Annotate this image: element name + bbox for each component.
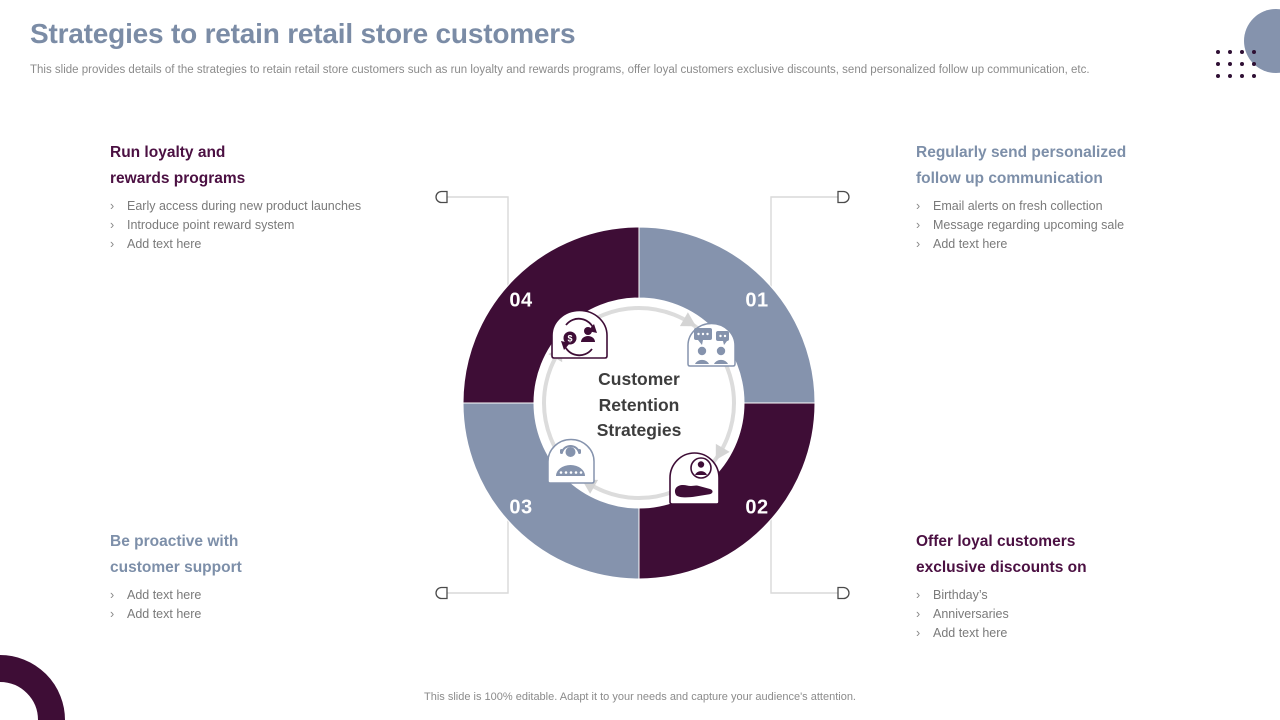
bullet-item: ›Introduce point reward system xyxy=(110,216,380,235)
center-label-line: Strategies xyxy=(596,420,682,440)
dot-grid-decoration xyxy=(1216,50,1256,78)
heading-line: follow up communication xyxy=(916,170,1103,187)
diagram-center-label: Customer Retention Strategies xyxy=(559,367,719,444)
bullet-item: ›Anniversaries xyxy=(916,605,1186,624)
arrowhead xyxy=(679,312,697,327)
connector-markers xyxy=(435,190,850,600)
customer-circle xyxy=(690,457,712,479)
heading-line: rewards programs xyxy=(110,170,246,187)
marker-top-right xyxy=(837,190,850,204)
bullet-marker: › xyxy=(916,218,921,232)
hand-glyph xyxy=(674,485,713,498)
heading-line: customer support xyxy=(110,559,242,576)
person-head xyxy=(584,327,592,335)
segment-number-04: 04 xyxy=(509,289,533,312)
page-title: Strategies to retain retail store custom… xyxy=(30,18,576,49)
footer-note: This slide is 100% editable. Adapt it to… xyxy=(424,691,856,703)
strategy-heading: Be proactive with customer support xyxy=(110,529,380,581)
strategy-block-top-left: Run loyalty and rewards programs ›Early … xyxy=(110,140,380,254)
segment-04 xyxy=(462,226,640,404)
segment-number-03: 03 xyxy=(509,496,533,519)
segment-number-01: 01 xyxy=(745,289,769,312)
bullet-marker: › xyxy=(916,237,921,251)
heading-line: Run loyalty and xyxy=(110,144,226,161)
bullet-item: ›Early access during new product launche… xyxy=(110,197,380,216)
bullet-marker: › xyxy=(110,237,115,251)
heading-line: Offer loyal customers xyxy=(916,533,1076,550)
bullet-marker: › xyxy=(916,199,921,213)
bullet-marker: › xyxy=(916,626,921,640)
icon-arch-frame xyxy=(551,309,608,359)
bullet-item: ›Birthday’s xyxy=(916,586,1186,605)
people-chat-icon xyxy=(687,322,736,367)
bullet-marker: › xyxy=(110,199,115,213)
marker-bottom-left xyxy=(435,586,448,600)
agent-glyph xyxy=(556,445,585,476)
marker-bottom-right xyxy=(837,586,850,600)
loyalty-rewards-cycle-icon: $ xyxy=(551,309,608,359)
segment-01 xyxy=(638,226,816,404)
bullet-item: ›Add text here xyxy=(110,586,380,605)
bullet-marker: › xyxy=(110,588,115,602)
center-label-line: Customer xyxy=(598,369,680,389)
strategy-heading: Offer loyal customers exclusive discount… xyxy=(916,529,1186,581)
bullet-item: ›Add text here xyxy=(916,624,1186,643)
strategy-block-top-right: Regularly send personalized follow up co… xyxy=(916,140,1186,254)
dollar-symbol: $ xyxy=(567,334,572,344)
bullet-item: ›Add text here xyxy=(916,235,1186,254)
heading-line: Be proactive with xyxy=(110,533,239,550)
center-label-line: Retention xyxy=(598,394,680,415)
strategy-block-bottom-left: Be proactive with customer support ›Add … xyxy=(110,529,380,624)
bullet-item: ›Message regarding upcoming sale xyxy=(916,216,1186,235)
bullet-marker: › xyxy=(916,588,921,602)
bullet-marker: › xyxy=(110,218,115,232)
strategy-block-bottom-right: Offer loyal customers exclusive discount… xyxy=(916,529,1186,643)
bullet-marker: › xyxy=(916,607,921,621)
customer-body xyxy=(695,471,707,475)
strategy-heading: Regularly send personalized follow up co… xyxy=(916,140,1186,192)
cycle-circle xyxy=(542,306,736,500)
dollar-coin xyxy=(563,331,577,345)
person-body xyxy=(581,336,595,342)
segment-03 xyxy=(462,402,640,580)
bullet-item: ›Email alerts on fresh collection xyxy=(916,197,1186,216)
heading-line: exclusive discounts on xyxy=(916,559,1087,576)
donut-ring xyxy=(462,226,816,580)
segment-number-02: 02 xyxy=(745,496,769,519)
bullet-list: ›Early access during new product launche… xyxy=(110,197,380,254)
bullet-item: ›Add text here xyxy=(110,235,380,254)
bullet-item: ›Add text here xyxy=(110,605,380,624)
segment-02 xyxy=(638,402,816,580)
arrowhead xyxy=(715,443,730,461)
hand-holding-customer-icon xyxy=(669,452,720,505)
bullet-list: ›Add text here ›Add text here xyxy=(110,586,380,624)
heading-line: Regularly send personalized xyxy=(916,144,1127,161)
bullet-list: ›Email alerts on fresh collection ›Messa… xyxy=(916,197,1186,254)
marker-top-left xyxy=(435,190,448,204)
bullet-marker: › xyxy=(110,607,115,621)
bullet-list: ›Birthday’s ›Anniversaries ›Add text her… xyxy=(916,586,1186,643)
strategy-heading: Run loyalty and rewards programs xyxy=(110,140,380,192)
customer-head xyxy=(697,461,705,468)
chat-dots xyxy=(697,332,727,338)
support-agent-icon xyxy=(547,438,595,484)
page-subtitle: This slide provides details of the strat… xyxy=(30,64,1090,76)
